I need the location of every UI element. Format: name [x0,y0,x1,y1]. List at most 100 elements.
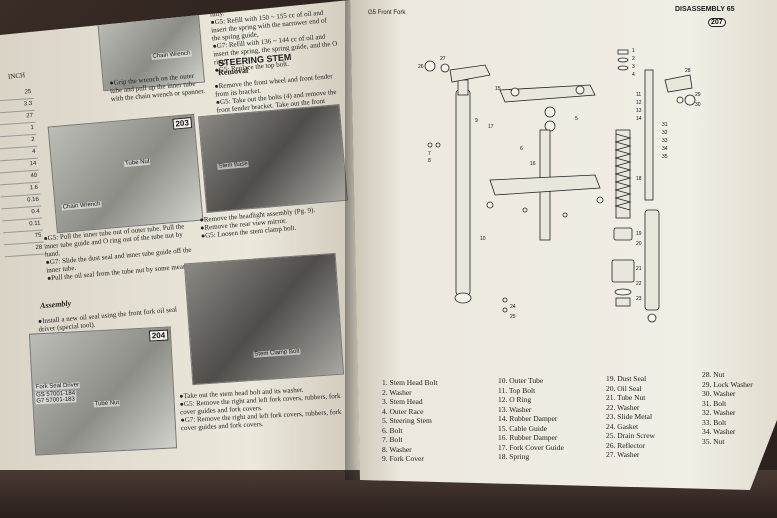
callout-30: 30 [695,102,701,108]
part-item: 29. Lock Washer [702,379,753,389]
callout-22: 22 [636,281,642,287]
part-item: 16. Rubber Damper [498,433,558,442]
section-subtitle: Removal [217,65,249,78]
exploded-fork-diagram: 1 2 3 4 5 6 7 8 9 10 11 12 13 14 15 16 1… [418,48,701,323]
part-item: 23. Slide Metal [606,412,653,421]
figure-number: 207 [708,18,726,27]
left-fork-assembly [424,60,491,304]
part-item: 1. Stem Head Bolt [382,378,438,387]
part-item: 27. Washer [606,450,640,459]
photo-label: Tube Nut [93,400,121,408]
steering-stem [486,129,604,241]
part-item: 22. Washer [606,402,640,412]
part-item: 8. Washer [382,444,412,454]
right-page: G5 Front Fork DISASSEMBLY 65 207 [350,0,777,490]
callout-24: 24 [510,304,516,310]
assembly-title: Assembly [39,298,72,311]
callout-21: 21 [636,266,642,272]
callout-5: 5 [575,116,578,122]
stem-head [499,84,596,132]
callout-33: 33 [662,138,668,144]
text-stem-head: ●Take out the stem head bolt and its was… [179,385,342,433]
right-page-header-left: G5 Front Fork [368,10,406,16]
callout-14: 14 [636,116,642,122]
callout-13: 13 [636,108,642,114]
part-item: 28. Nut [702,370,725,379]
callout-2: 2 [632,56,635,62]
part-item: 25. Drain Screw [606,431,655,440]
part-item: 15. Cable Guide [498,423,547,433]
callout-12: 12 [636,100,642,106]
callout-11: 11 [636,92,641,98]
part-item: 14. Rubber Damper [498,414,558,423]
spec-table: 25 3.3 27 1 2 4 14 40 1.6 0.16 0.4 0.11 … [0,86,47,289]
part-item: 5. Steering Stem [382,416,432,425]
photo-label: Fork Seal Driver [34,382,81,391]
callout-8: 8 [428,158,431,164]
photo-stem-base: Stem Base [198,103,348,214]
photo-203: 203 Tube Nut Chain Wrench [47,113,204,234]
part-item: 33. Bolt [702,417,727,427]
part-item: 2. Washer [382,387,412,397]
callout-26: 26 [418,64,424,70]
parts-column-4: 28. Nut 29. Lock Washer 30. Washer 31. B… [702,370,753,446]
part-item: 31. Bolt [702,398,727,408]
parts-column-2: 10. Outer Tube 11. Top Bolt 12. O Ring 1… [498,376,564,462]
inner-tube-spring [611,49,635,307]
callout-7: 7 [428,151,431,157]
photo-label: Tube Nut [123,158,151,168]
part-item: 11. Top Bolt [498,385,536,395]
photo-204: 204 Fork Seal Driver GS 57001-184 G7 570… [28,326,178,456]
part-item: 7. Bolt [382,435,403,444]
callout-1: 1 [632,48,635,54]
callout-29: 29 [695,92,701,98]
callout-32: 32 [662,130,668,136]
part-item: 13. Washer [498,404,532,414]
part-item: 30. Washer [702,389,736,398]
table-cell: 28 [3,242,45,258]
callout-16: 16 [530,161,536,167]
photo-label: Stem Clamp Bolt [253,348,301,358]
callout-27: 27 [440,56,446,62]
right-page-header-right: DISASSEMBLY 65 [675,6,735,13]
callout-35: 35 [662,154,668,160]
left-page-header: 64 DISASSEMBLY [94,5,164,20]
callout-10: 10 [480,236,486,242]
part-item: 6. Bolt [382,425,403,435]
part-item: 21. Tube Nut [606,393,646,402]
part-item: 17. Fork Cover Guide [498,442,564,452]
part-item: 9. Fork Cover [382,454,424,463]
part-item: 24. Gasket [606,421,639,431]
callout-19: 19 [636,231,642,237]
callouts: 1 2 3 4 5 6 7 8 9 10 11 12 13 14 15 16 1… [418,48,701,320]
photo-label: Chain Wrench [61,201,102,211]
photo-label: Chain Wrench [151,50,192,60]
part-item: 4. Outer Race [382,406,424,416]
parts-column-3: 19. Dust Seal 20. Oil Seal 21. Tube Nut … [606,374,655,460]
hardware [427,142,568,313]
part-item: 35. Nut [702,436,725,446]
callout-6: 6 [520,146,523,152]
figure-number: 204 [148,329,169,342]
part-item: 12. O Ring [498,395,532,404]
part-item: 3. Stem Head [382,397,423,406]
callout-23: 23 [636,296,642,302]
callout-9: 9 [475,118,478,124]
callout-17: 17 [488,124,494,130]
callout-18: 18 [636,176,642,182]
callout-28: 28 [685,68,691,74]
part-item: 32. Washer [702,408,736,417]
part-item: 34. Washer [702,427,736,436]
callout-15: 15 [495,86,501,92]
right-outer-tube [644,69,696,323]
photo-label: GS 57001-184 G7 57001-183 [34,390,77,405]
part-item: 20. Oil Seal [606,383,642,393]
photo-stem-clamp: Stem Clamp Bolt [183,252,345,386]
callout-4: 4 [632,72,635,78]
callout-3: 3 [632,64,635,70]
part-item: 26. Reflector [606,440,646,450]
part-item: 10. Outer Tube [498,376,544,385]
table-header: INCH [7,71,26,81]
part-item: 18. Spring [498,452,530,461]
